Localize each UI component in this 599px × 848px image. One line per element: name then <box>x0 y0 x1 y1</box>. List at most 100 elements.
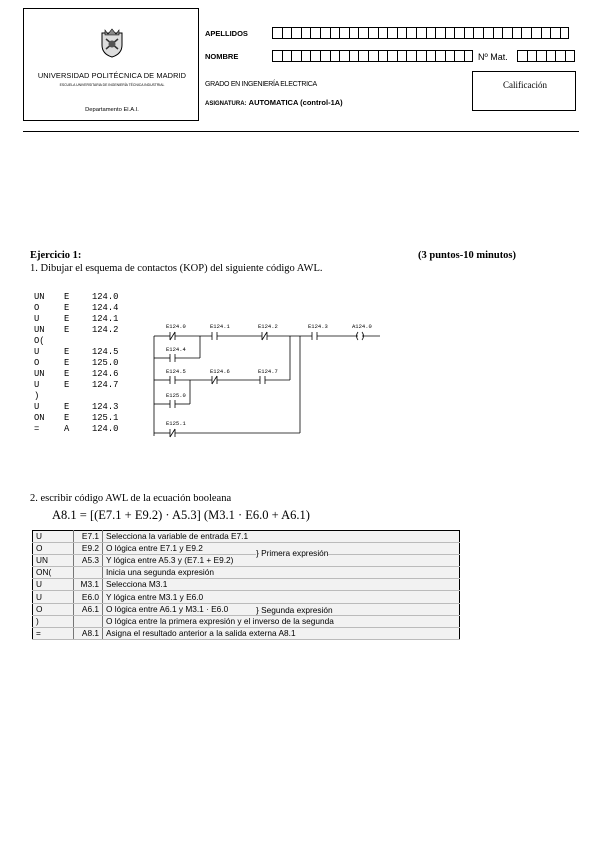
char-box[interactable] <box>406 50 416 62</box>
char-box[interactable] <box>425 27 436 39</box>
char-box[interactable] <box>406 27 416 39</box>
char-box[interactable] <box>559 27 570 39</box>
char-box[interactable] <box>483 27 493 39</box>
contact-e125-0-label: E125.0 <box>166 392 186 399</box>
apellidos-field[interactable] <box>272 27 570 39</box>
char-box[interactable] <box>396 27 407 39</box>
char-box[interactable] <box>502 27 512 39</box>
char-box[interactable] <box>473 27 484 39</box>
char-box[interactable] <box>358 27 368 39</box>
university-crest-icon <box>101 28 123 58</box>
char-box[interactable] <box>545 50 556 62</box>
awl-cell: ) <box>34 391 40 401</box>
solution-cell: UN <box>32 554 74 568</box>
char-box[interactable] <box>319 50 330 62</box>
char-box[interactable] <box>291 50 301 62</box>
char-box[interactable] <box>531 27 541 39</box>
char-box[interactable] <box>526 50 537 62</box>
solution-cell: E9.2 <box>73 542 103 556</box>
char-box[interactable] <box>310 50 320 62</box>
char-box[interactable] <box>435 27 445 39</box>
char-box[interactable] <box>281 27 292 39</box>
char-box[interactable] <box>319 27 330 39</box>
char-box[interactable] <box>291 27 301 39</box>
matricula-field[interactable] <box>517 50 575 62</box>
char-box[interactable] <box>348 50 359 62</box>
char-box[interactable] <box>454 27 464 39</box>
nombre-field[interactable] <box>272 50 474 62</box>
char-box[interactable] <box>329 27 340 39</box>
awl-cell: E <box>64 380 70 390</box>
char-box[interactable] <box>435 50 445 62</box>
question-1: 1. Dibujar el esquema de contactos (KOP)… <box>30 263 323 274</box>
subject-label: ASIGNATURA: <box>205 101 247 107</box>
char-box[interactable] <box>348 27 359 39</box>
awl-cell: 124.6 <box>92 369 119 379</box>
awl-cell: O( <box>34 336 45 346</box>
char-box[interactable] <box>564 50 575 62</box>
char-box[interactable] <box>550 27 560 39</box>
awl-cell <box>92 391 132 402</box>
char-box[interactable] <box>377 50 388 62</box>
solution-cell: E6.0 <box>73 590 103 604</box>
question-2: 2. escribir código AWL de la ecuación bo… <box>30 493 232 504</box>
char-box[interactable] <box>415 27 426 39</box>
char-box[interactable] <box>517 50 527 62</box>
char-box[interactable] <box>281 50 292 62</box>
subject-name: AUTOMATICA (control-1A) <box>248 98 343 107</box>
contact-e124-5-label: E124.5 <box>166 368 186 375</box>
char-box[interactable] <box>425 50 436 62</box>
awl-cell <box>64 336 92 347</box>
char-box[interactable] <box>536 50 546 62</box>
department-name: Departamento El.A.I. <box>85 107 139 113</box>
char-box[interactable] <box>367 50 378 62</box>
char-box[interactable] <box>415 50 426 62</box>
char-box[interactable] <box>272 50 282 62</box>
awl-cell: 124.4 <box>92 303 119 313</box>
char-box[interactable] <box>463 50 474 62</box>
char-box[interactable] <box>454 50 464 62</box>
awl-cell: E <box>64 369 70 379</box>
solution-cell: = <box>32 627 74 640</box>
exercise-points: (3 puntos-10 minutos) <box>418 250 517 261</box>
char-box[interactable] <box>377 27 388 39</box>
boolean-equation: A8.1 = [(E7.1 + E9.2) · A5.3] (M3.1 · E6… <box>52 508 310 522</box>
char-box[interactable] <box>329 50 340 62</box>
char-box[interactable] <box>310 27 320 39</box>
solution-cell: E7.1 <box>73 530 103 544</box>
awl-cell: A <box>64 424 70 434</box>
solution-cell: O <box>32 603 74 616</box>
solution-cell: ) <box>32 615 74 628</box>
solution-cell: M3.1 <box>73 578 103 592</box>
awl-cell: 124.5 <box>92 347 119 357</box>
char-box[interactable] <box>387 50 397 62</box>
university-name: UNIVERSIDAD POLITÉCNICA DE MADRID <box>37 71 187 80</box>
awl-cell: 125.1 <box>92 413 119 423</box>
solution-cell: U <box>32 590 74 604</box>
char-box[interactable] <box>463 27 474 39</box>
char-box[interactable] <box>511 27 522 39</box>
grade-box[interactable]: Calificación <box>472 71 576 111</box>
char-box[interactable] <box>492 27 503 39</box>
subject-line: ASIGNATURA: AUTOMATICA (control-1A) <box>205 98 343 107</box>
char-box[interactable] <box>396 50 407 62</box>
char-box[interactable] <box>387 27 397 39</box>
char-box[interactable] <box>367 27 378 39</box>
char-box[interactable] <box>555 50 565 62</box>
char-box[interactable] <box>358 50 368 62</box>
char-box[interactable] <box>521 27 532 39</box>
char-box[interactable] <box>444 27 455 39</box>
awl-cell: UN <box>34 292 45 302</box>
char-box[interactable] <box>444 50 455 62</box>
char-box[interactable] <box>300 27 311 39</box>
char-box[interactable] <box>540 27 551 39</box>
char-box[interactable] <box>272 27 282 39</box>
char-box[interactable] <box>339 50 349 62</box>
char-box[interactable] <box>339 27 349 39</box>
matricula-label: Nº Mat. <box>478 52 508 62</box>
char-box[interactable] <box>300 50 311 62</box>
